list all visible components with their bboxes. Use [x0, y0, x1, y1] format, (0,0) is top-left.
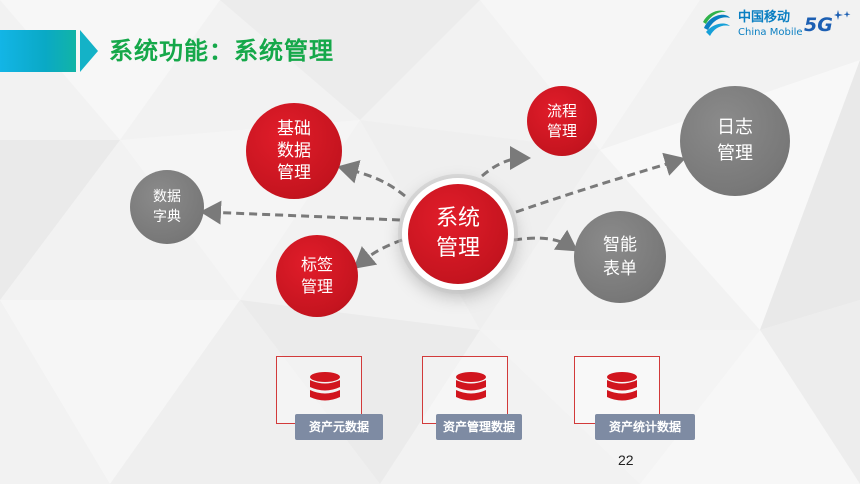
db-frame-meta: [276, 356, 362, 424]
arrow-to-tag: [353, 238, 403, 269]
arrow-to-log: [515, 152, 686, 214]
arrow-to-smart-form: [513, 229, 578, 252]
header-accent-bar: [0, 30, 76, 72]
node-dictionary: 数据 字典: [130, 170, 204, 244]
arrow-to-basic-data: [337, 160, 406, 198]
node-log: 日志 管理: [680, 86, 790, 196]
db-label-management: 资产管理数据: [436, 414, 522, 440]
node-flow-label: 流程 管理: [546, 102, 577, 140]
system-management-hub: 系统 管理: [402, 178, 514, 290]
arrow-to-dictionary: [200, 200, 401, 225]
node-log-label: 日志 管理: [717, 117, 753, 164]
page-number: 22: [618, 452, 634, 468]
header-chevron: [80, 30, 98, 72]
sparkle-icon: [834, 10, 851, 20]
logo-5g-badge: 5G: [804, 14, 833, 36]
node-smart-form: 智能 表单: [574, 211, 666, 303]
node-dictionary-label: 数据 字典: [153, 189, 181, 225]
page-title: 系统功能：系统管理: [109, 37, 334, 65]
database-icon: [607, 372, 637, 401]
database-icon: [310, 372, 340, 401]
node-tag: 标签 管理: [276, 235, 358, 317]
node-basic-data-label: 基础 数据 管理: [277, 119, 311, 183]
node-tag-label: 标签 管理: [300, 255, 333, 296]
hub-label: 系统 管理: [435, 206, 480, 261]
node-basic-data: 基础 数据 管理: [246, 103, 342, 199]
china-mobile-emblem-icon: [703, 10, 730, 36]
db-label-meta: 资产元数据: [295, 414, 383, 440]
china-mobile-logo: 中国移动 China Mobile 5G: [700, 8, 856, 42]
logo-cn-text: 中国移动: [738, 10, 791, 25]
db-frame-management: [422, 356, 508, 424]
database-icon: [456, 372, 486, 401]
logo-en-text: China Mobile: [738, 27, 803, 38]
node-smart-form-label: 智能 表单: [603, 235, 637, 279]
arrow-to-flow: [481, 146, 531, 178]
db-label-statistics: 资产统计数据: [595, 414, 695, 440]
node-flow: 流程 管理: [527, 86, 597, 156]
